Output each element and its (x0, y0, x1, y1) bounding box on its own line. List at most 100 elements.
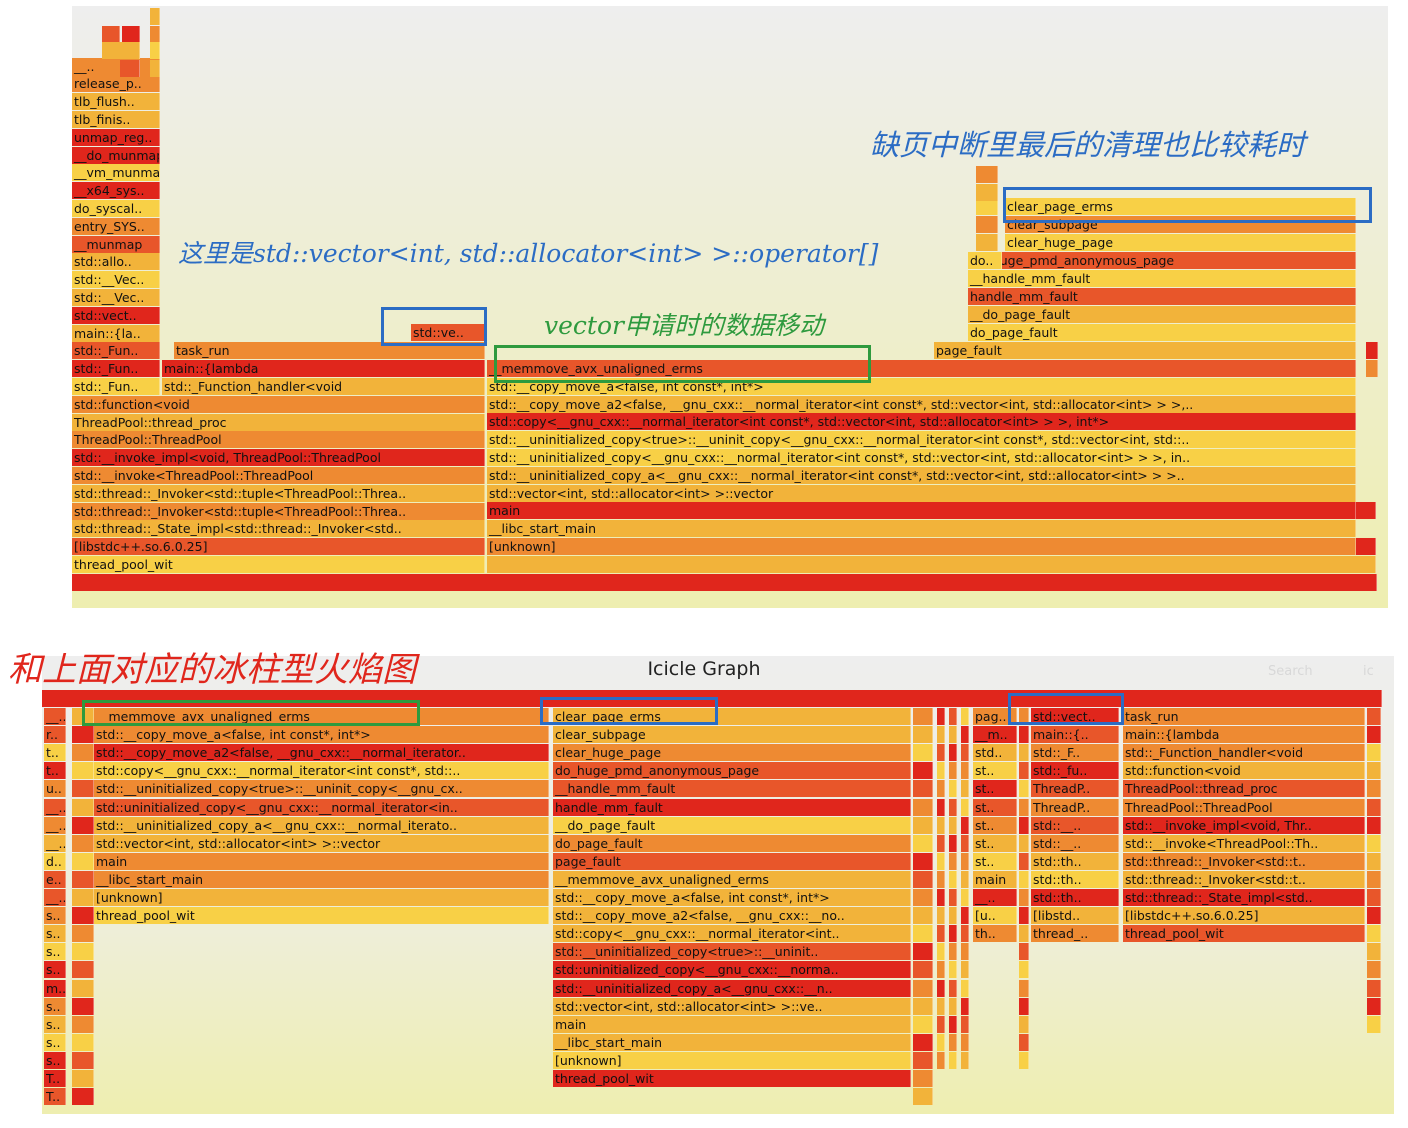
flame-frame[interactable] (1367, 870, 1381, 888)
flame-frame[interactable]: unmap_reg.. (72, 128, 160, 146)
flame-frame[interactable] (1019, 762, 1029, 780)
flame-frame[interactable] (913, 943, 933, 961)
flame-frame[interactable] (1019, 979, 1029, 997)
flame-frame[interactable]: st.. (973, 798, 1017, 816)
flame-frame[interactable] (1019, 1033, 1029, 1051)
flame-frame[interactable]: std::_Fun.. (72, 360, 160, 378)
flame-frame[interactable] (976, 166, 998, 183)
flame-frame[interactable] (72, 762, 94, 780)
flame-frame[interactable] (1367, 889, 1381, 906)
flame-frame[interactable] (72, 1070, 94, 1087)
flame-frame[interactable]: std::allo.. (72, 253, 160, 271)
flame-frame[interactable] (72, 834, 94, 852)
flame-frame[interactable] (72, 1088, 94, 1106)
flame-frame[interactable]: do_syscal.. (72, 200, 160, 217)
flame-frame[interactable] (1367, 907, 1381, 925)
flame-frame[interactable] (150, 60, 160, 77)
flame-frame[interactable] (976, 234, 998, 251)
flame-frame[interactable] (1019, 1051, 1029, 1069)
flame-frame[interactable] (1356, 538, 1376, 555)
flame-frame[interactable]: std::__copy_move_a2<false, __gnu_cxx::__… (553, 907, 911, 925)
flame-frame[interactable]: clear_page_erms (1005, 198, 1356, 215)
flame-frame[interactable]: s.. (44, 1033, 66, 1051)
flame-frame[interactable] (72, 925, 94, 943)
flame-frame[interactable]: thread_.. (1031, 925, 1119, 943)
flame-frame[interactable]: __.. (44, 834, 66, 852)
flame-frame[interactable]: task_run (1123, 708, 1365, 725)
flame-frame[interactable] (937, 762, 945, 780)
flame-frame[interactable]: std::__uninitialized_copy_a<__gnu_cxx::_… (553, 979, 911, 997)
flame-frame[interactable] (1367, 708, 1381, 725)
flame-frame[interactable] (913, 870, 933, 888)
flame-frame[interactable]: std::_F.. (1031, 744, 1119, 762)
flame-frame[interactable] (937, 726, 945, 744)
flame-frame[interactable]: ThreadP.. (1031, 798, 1119, 816)
flame-frame[interactable] (949, 744, 957, 762)
flame-frame[interactable]: std::__Vec.. (72, 271, 160, 289)
flame-frame[interactable]: ThreadPool::thread_proc (72, 413, 485, 431)
flame-frame[interactable]: __.. (72, 57, 160, 75)
flame-frame[interactable]: __.. (44, 708, 66, 725)
flame-frame[interactable]: __libc_start_main (553, 1033, 911, 1051)
flame-frame[interactable] (913, 762, 933, 780)
flame-frame[interactable] (937, 907, 945, 925)
flame-frame[interactable]: __.. (973, 889, 1017, 906)
flame-frame[interactable] (150, 8, 160, 25)
flame-frame[interactable]: std::th.. (1031, 852, 1119, 870)
flame-frame[interactable]: s.. (44, 961, 66, 979)
flame-frame[interactable] (913, 925, 933, 943)
flame-frame[interactable]: std::thread::_Invoker<std::t.. (1123, 852, 1365, 870)
flame-frame[interactable] (1019, 780, 1029, 798)
flame-frame[interactable]: std::vector<int, std::allocator<int> >::… (553, 997, 911, 1015)
flame-frame[interactable] (72, 943, 94, 961)
flame-frame[interactable] (1367, 979, 1381, 997)
flame-frame[interactable]: handle_mm_fault (553, 798, 911, 816)
flame-frame[interactable]: st.. (973, 762, 1017, 780)
flame-frame[interactable] (949, 889, 957, 906)
flame-frame[interactable] (949, 780, 957, 798)
flame-frame[interactable] (976, 198, 998, 215)
flame-frame[interactable] (913, 780, 933, 798)
flame-frame[interactable]: std::vect.. (72, 306, 160, 324)
flame-frame[interactable] (1019, 961, 1029, 979)
flame-frame[interactable] (961, 708, 969, 725)
flame-frame[interactable]: std::vector<int, std::allocator<int> >::… (94, 834, 549, 852)
flame-frame[interactable] (72, 1033, 94, 1051)
flame-frame[interactable] (72, 889, 94, 906)
flame-frame[interactable] (913, 979, 933, 997)
flame-frame[interactable]: tlb_flush.. (72, 93, 160, 111)
flame-frame[interactable]: std::copy<__gnu_cxx::__normal_iterator<i… (94, 762, 549, 780)
flame-frame[interactable]: main (94, 852, 549, 870)
flame-frame[interactable] (1367, 1015, 1381, 1033)
flame-frame[interactable]: std::vect.. (1031, 708, 1119, 725)
flame-frame[interactable]: task_run (174, 342, 485, 359)
flame-frame[interactable] (949, 852, 957, 870)
flame-frame[interactable] (961, 1051, 969, 1069)
flame-frame[interactable] (961, 961, 969, 979)
flame-frame[interactable]: std::_Fun.. (72, 378, 160, 395)
flame-frame[interactable]: std::thread::_Invoker<std::tuple<ThreadP… (72, 484, 485, 502)
flame-frame[interactable]: __libc_start_main (94, 870, 549, 888)
flame-frame[interactable] (949, 1051, 957, 1069)
flame-frame[interactable]: [unknown] (94, 889, 549, 906)
flame-frame[interactable] (961, 780, 969, 798)
flame-frame[interactable] (1367, 961, 1381, 979)
flame-frame[interactable]: s.. (44, 997, 66, 1015)
flame-frame[interactable]: d.. (44, 852, 66, 870)
flame-frame[interactable]: __handle_mm_fault (553, 780, 911, 798)
flame-frame[interactable]: handle_mm_fault (968, 288, 1356, 305)
flame-frame[interactable]: [unknown] (553, 1051, 911, 1069)
flame-frame[interactable]: thread_pool_wit (1123, 925, 1365, 943)
flame-frame[interactable]: std::uninitialized_copy<__gnu_cxx::__nor… (94, 798, 549, 816)
flame-frame[interactable] (913, 907, 933, 925)
flame-frame[interactable]: clear_subpage (1005, 216, 1356, 233)
flame-frame[interactable] (937, 979, 945, 997)
flame-frame[interactable]: std::__.. (1031, 816, 1119, 834)
flame-frame[interactable]: __do_munmap (72, 146, 160, 164)
flame-frame[interactable] (1019, 708, 1029, 725)
flame-frame[interactable]: pag.. (973, 708, 1017, 725)
flame-frame[interactable]: std::__uninitialized_copy<true>::__unini… (94, 780, 549, 798)
flame-frame[interactable] (949, 925, 957, 943)
flame-frame[interactable] (1367, 834, 1381, 852)
flame-frame[interactable] (102, 26, 120, 43)
